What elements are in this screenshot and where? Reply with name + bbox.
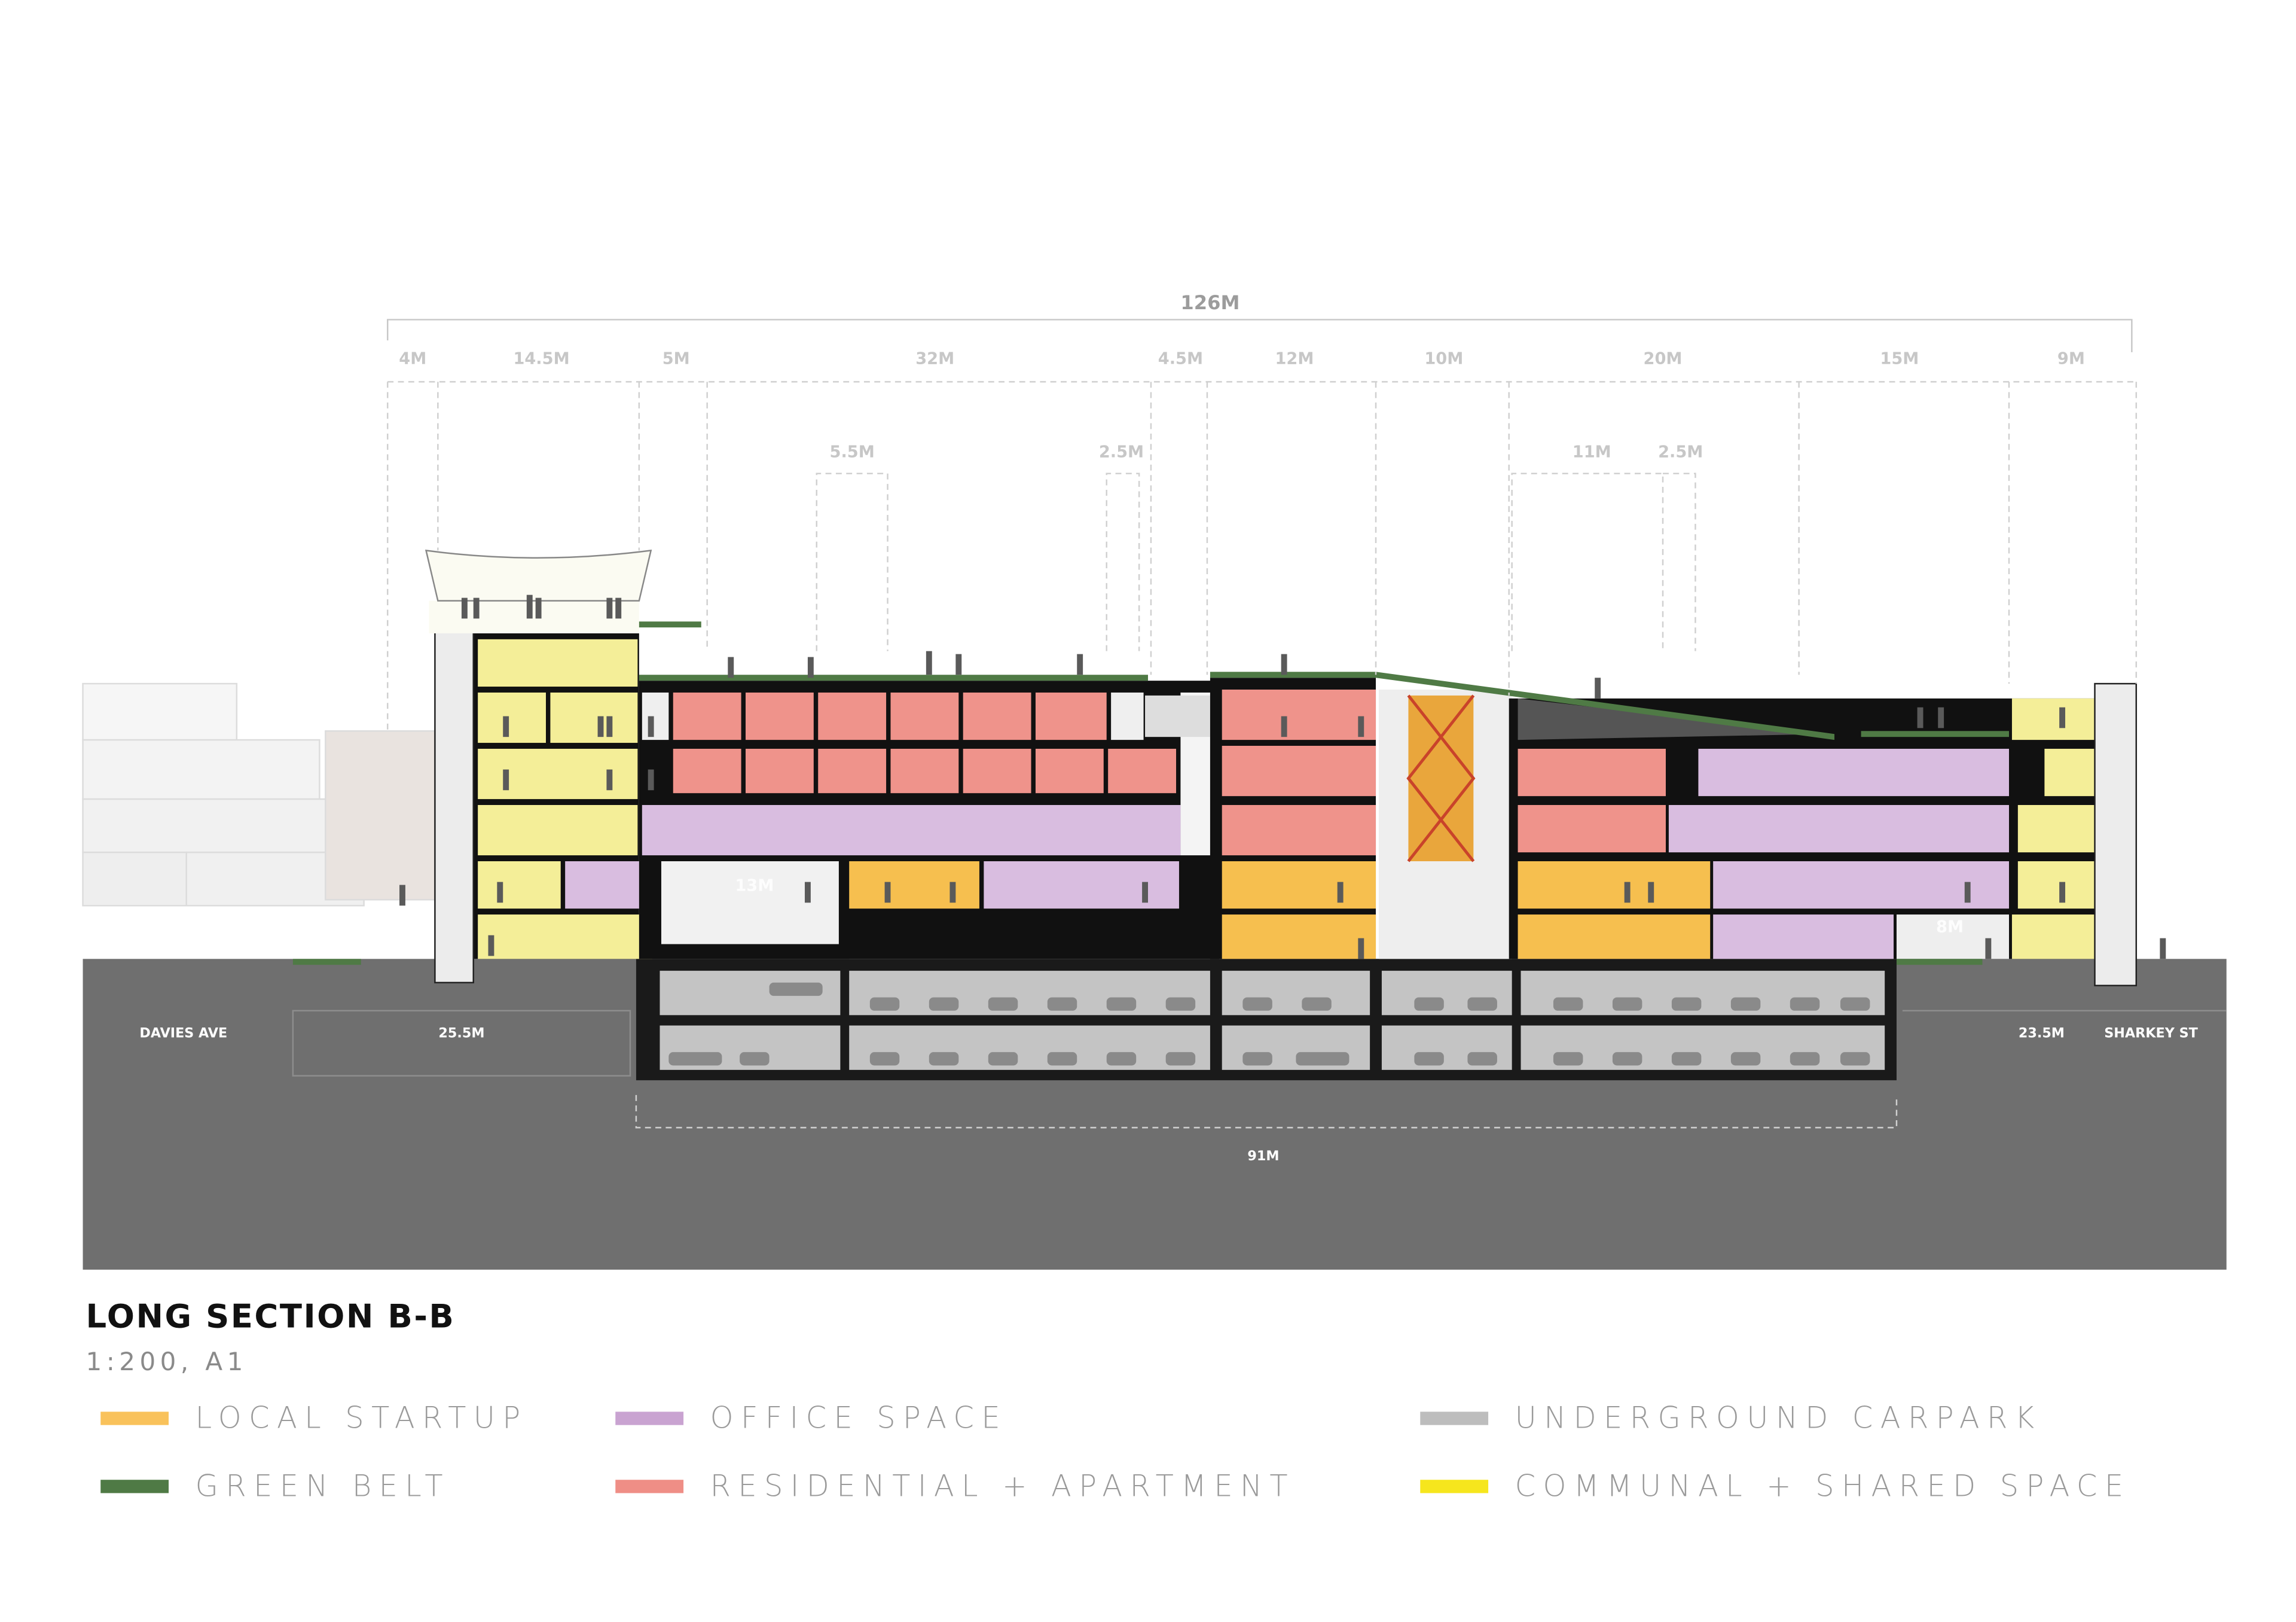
- legend-item: GREEN BELT: [100, 1468, 450, 1504]
- legend-item: RESIDENTIAL + APARTMENT: [615, 1468, 1295, 1504]
- right-block: [1509, 682, 2138, 987]
- street-label-right: SHARKEY ST: [2104, 1025, 2198, 1041]
- dimension-lines: [387, 319, 2133, 352]
- ground-dimension-left: 25.5M: [438, 1025, 484, 1041]
- legend-item: COMMUNAL + SHARED SPACE: [1420, 1468, 2131, 1504]
- dimension-label: 12M: [1275, 350, 1314, 368]
- legend-label: RESIDENTIAL + APARTMENT: [710, 1468, 1295, 1504]
- dimension-label: 15M: [1880, 350, 1919, 368]
- dimension-label: 2.5M: [1658, 443, 1703, 462]
- drawing-title: LONG SECTION B-B: [86, 1299, 456, 1337]
- left-tower: [425, 549, 653, 984]
- dimension-label: 5M: [662, 350, 690, 368]
- legend-swatch: [615, 1478, 684, 1493]
- legend-swatch: [100, 1478, 169, 1493]
- street-left-slab: [292, 1010, 631, 1077]
- legend-label: OFFICE SPACE: [710, 1400, 1007, 1435]
- inner-dimension-label: 13M: [735, 876, 774, 895]
- legend-label: UNDERGROUND CARPARK: [1515, 1400, 2042, 1435]
- drawing-scale: 1:200, A1: [86, 1348, 248, 1378]
- legend-swatch: [100, 1411, 169, 1425]
- street-label-left: DAVIES AVE: [139, 1025, 227, 1041]
- dimension-label: 5.5M: [830, 443, 875, 462]
- dimension-label: 32M: [915, 350, 954, 368]
- legend-label: COMMUNAL + SHARED SPACE: [1515, 1468, 2131, 1504]
- legend-swatch: [1420, 1478, 1489, 1493]
- residential-block: [639, 681, 1219, 959]
- basement-dimension: 91M: [1247, 1148, 1279, 1164]
- legend-label: LOCAL STARTUP: [195, 1400, 528, 1435]
- legend-item: UNDERGROUND CARPARK: [1420, 1400, 2042, 1435]
- dimension-label: 9M: [2057, 350, 2085, 368]
- dimension-label: 4M: [399, 350, 426, 368]
- dimension-label: 10M: [1424, 350, 1463, 368]
- dimension-label: 20M: [1644, 350, 1683, 368]
- legend-swatch: [1420, 1411, 1489, 1425]
- dimension-label: 11M: [1573, 443, 1611, 462]
- legend-item: LOCAL STARTUP: [100, 1400, 528, 1435]
- inner-dimension-label: 8M: [1936, 918, 1964, 937]
- dimension-label: 4.5M: [1158, 350, 1203, 368]
- dimension-label: 14.5M: [513, 350, 569, 368]
- green-belt-roofs: [292, 621, 2009, 965]
- legend-label: GREEN BELT: [195, 1468, 450, 1504]
- background-buildings: [82, 682, 436, 907]
- dimension-label: 2.5M: [1099, 443, 1144, 462]
- people-figures: [399, 594, 2166, 959]
- legend-swatch: [615, 1411, 684, 1425]
- overall-dimension: 126M: [1180, 291, 1239, 314]
- title-block: LONG SECTION B-B 1:200, A1: [86, 1299, 456, 1377]
- ground-dimension-right: 23.5M: [2019, 1025, 2065, 1041]
- central-block: [1210, 678, 1512, 959]
- legend-item: OFFICE SPACE: [615, 1400, 1007, 1435]
